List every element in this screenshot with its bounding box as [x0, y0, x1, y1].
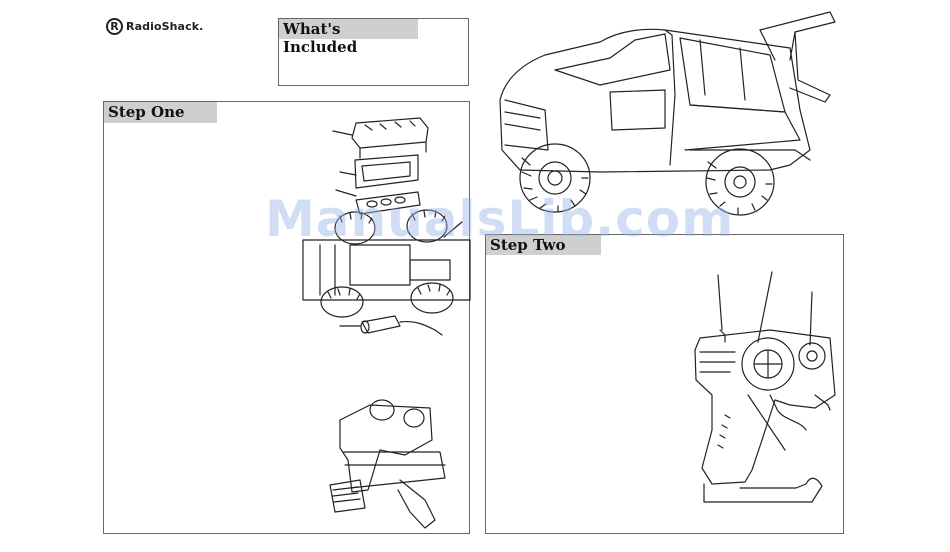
rc-truck-illustration [500, 12, 835, 215]
watermark-text: ManualsLib.com [265, 190, 734, 248]
transmitter-small-illustration [330, 400, 445, 528]
transmitter-large-illustration [695, 272, 835, 502]
